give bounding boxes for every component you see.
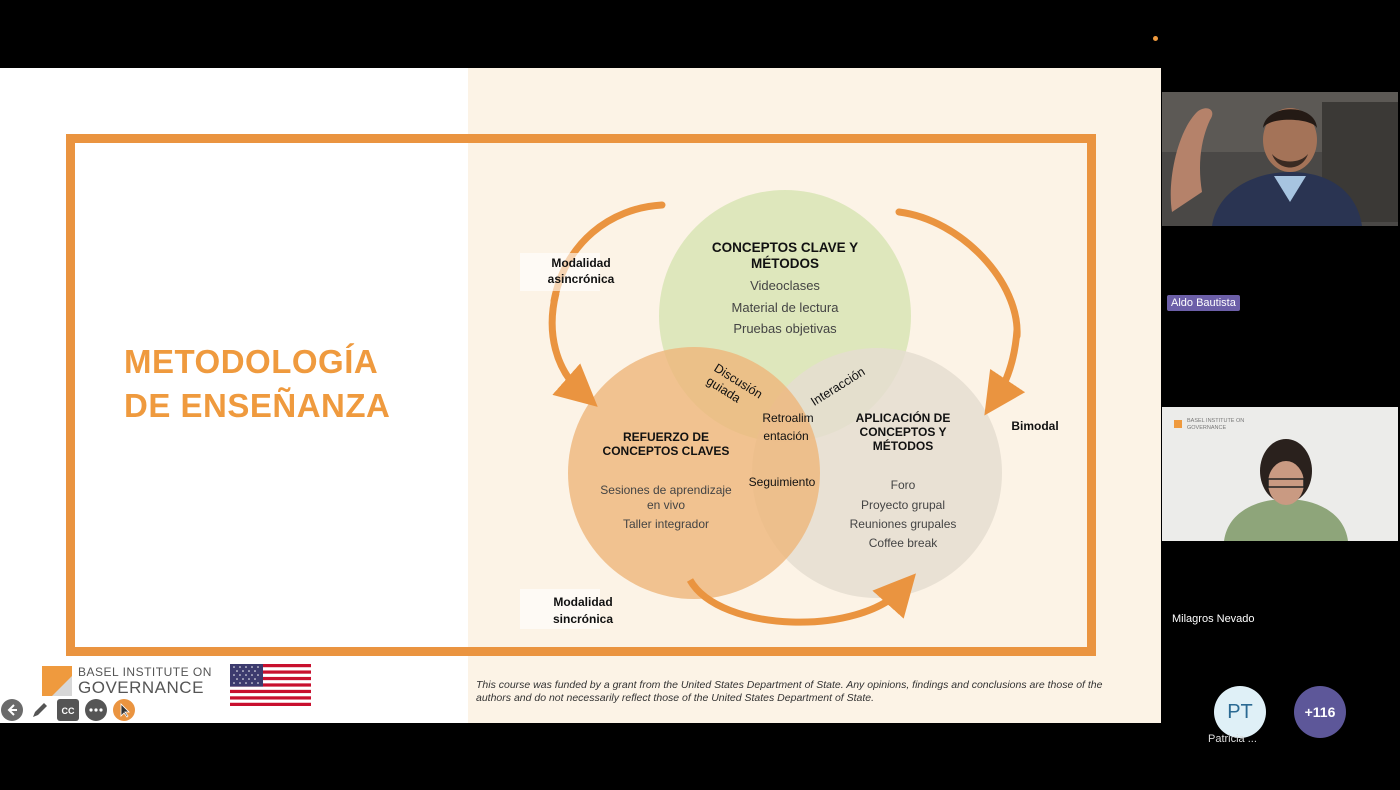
more-participants-button[interactable]: +116 (1294, 686, 1346, 738)
slide-title-line1: METODOLOGÍA (124, 343, 379, 380)
presentation-slide: METODOLOGÍA DE ENSEÑANZA CONCEPTOS CLAVE… (0, 68, 1161, 723)
pen-icon[interactable] (29, 699, 51, 721)
modality-async-line1: Modalidad (551, 256, 610, 270)
slide-title-line2: DE ENSEÑANZA (124, 387, 391, 424)
modality-sync-line2: sincrónica (553, 612, 613, 626)
slide-orange-frame (66, 134, 1096, 656)
modality-bimodal: Bimodal (1011, 419, 1058, 433)
recording-indicator (1153, 36, 1158, 41)
speaker-video-image (1162, 92, 1398, 226)
top-circle-item-1: Videoclases (750, 278, 820, 293)
right-circle-item-2: Proyecto grupal (861, 498, 945, 512)
arrow-bottom (686, 573, 917, 626)
participant-name-tag: Milagros Nevado (1172, 613, 1255, 625)
modality-async-line2: asincrónica (548, 272, 615, 286)
tile-logo-line2: GOVERNANCE (1187, 425, 1227, 431)
overlap-seguimiento: Seguimiento (749, 475, 816, 489)
top-circle-title-1: CONCEPTOS CLAVE Y (712, 240, 858, 255)
right-circle-title-3: MÉTODOS (873, 438, 933, 453)
more-options-icon[interactable] (85, 699, 107, 721)
presentation-toolbar: CC (0, 699, 140, 721)
tile-logo-text: BASEL INSTITUTE ON GOVERNANCE (1187, 418, 1244, 432)
arrow-left (548, 292, 598, 407)
top-circle-title-2: MÉTODOS (751, 256, 819, 271)
funding-disclaimer: This course was funded by a grant from t… (476, 679, 1103, 704)
right-circle-item-3: Reuniones grupales (850, 517, 957, 531)
us-flag-icon (230, 664, 311, 706)
left-circle-item-1: Sesiones de aprendizaje (600, 483, 732, 497)
participant-avatar-pt[interactable]: PT (1214, 686, 1266, 738)
left-circle-title-2: CONCEPTOS CLAVES (603, 444, 730, 458)
slide-title: METODOLOGÍA DE ENSEÑANZA (124, 340, 454, 428)
speaker-name-tag: Aldo Bautista (1167, 295, 1240, 311)
speaker-video-tile[interactable] (1162, 92, 1398, 226)
avatar-name-label: Patricia ... (1208, 733, 1257, 745)
left-circle-item-3: Taller integrador (623, 517, 709, 531)
overlap-center-line1: Retroalim (762, 411, 813, 425)
arrow-right (984, 329, 1026, 416)
tile-logo-line1: BASEL INSTITUTE ON (1187, 418, 1245, 424)
logo-line1: BASEL INSTITUTE ON (78, 665, 212, 679)
arrow-top-right (895, 208, 1021, 340)
overlap-center-line2: entación (763, 429, 808, 443)
modality-sync-line1: Modalidad (553, 595, 612, 609)
svg-text:CC: CC (62, 706, 75, 716)
basel-institute-logo: BASEL INSTITUTE ON GOVERNANCE (42, 665, 212, 699)
circle-refuerzo (568, 347, 820, 599)
top-circle-item-2: Material de lectura (732, 300, 840, 315)
right-circle-item-1: Foro (891, 478, 916, 492)
right-circle-title-2: CONCEPTOS Y (860, 425, 947, 439)
left-circle-item-2: en vivo (647, 498, 685, 512)
right-circle-item-4: Coffee break (869, 536, 938, 550)
venn-diagram: CONCEPTOS CLAVE Y MÉTODOS Videoclases Ma… (520, 190, 1059, 629)
top-circle-item-3: Pruebas objetivas (733, 321, 837, 336)
left-circle-title-1: REFUERZO DE (623, 430, 709, 444)
participant-video-image (1162, 407, 1398, 541)
pointer-icon[interactable] (113, 699, 135, 721)
participant-video-tile[interactable]: BASEL INSTITUTE ON GOVERNANCE (1162, 407, 1398, 541)
back-arrow-icon[interactable] (1, 699, 23, 721)
basel-logo-mark-icon (42, 666, 72, 696)
circle-aplicacion (752, 348, 1002, 598)
right-circle-title-1: APLICACIÓN DE (856, 410, 951, 425)
avatar-initials: PT (1227, 700, 1253, 723)
logo-line2: GOVERNANCE (78, 678, 204, 697)
more-participants-count: +116 (1304, 704, 1336, 720)
closed-captions-icon[interactable]: CC (57, 699, 79, 721)
